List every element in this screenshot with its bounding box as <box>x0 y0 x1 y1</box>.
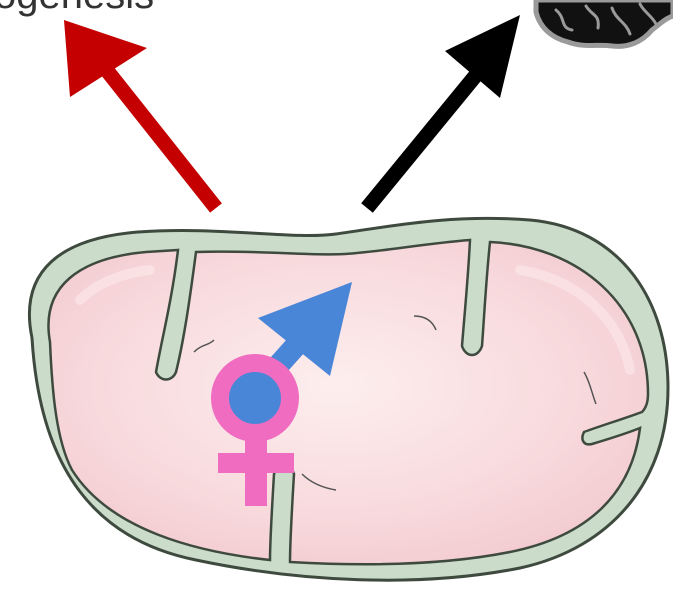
mitochondrion <box>29 218 668 580</box>
red-arrow <box>64 20 216 208</box>
brain-icon <box>536 0 673 46</box>
black-arrow <box>367 15 520 208</box>
process-label: ogenesis <box>0 0 154 17</box>
